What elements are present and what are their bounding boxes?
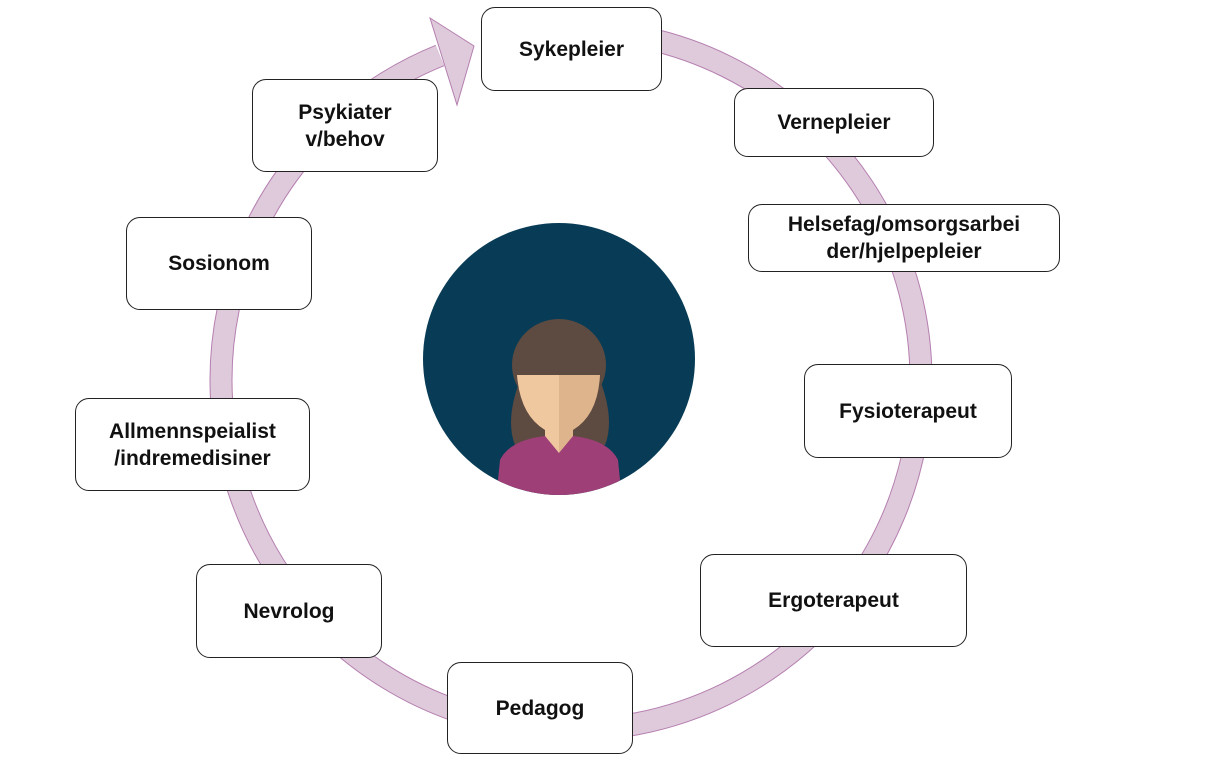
woman-avatar-icon <box>423 223 695 495</box>
role-vernepleier: Vernepleier <box>734 88 934 157</box>
role-sosionom: Sosionom <box>126 217 312 310</box>
role-helsefag: Helsefag/omsorgsarbei der/hjelpepleier <box>748 204 1060 272</box>
role-sykepleier: Sykepleier <box>481 7 662 91</box>
role-nevrolog: Nevrolog <box>196 564 382 658</box>
role-ergoterapeut: Ergoterapeut <box>700 554 967 647</box>
arrowhead-icon <box>429 16 475 107</box>
role-pedagog: Pedagog <box>447 662 633 754</box>
role-psykiater: Psykiater v/behov <box>252 79 438 172</box>
role-fysioterapeut: Fysioterapeut <box>804 364 1012 458</box>
role-allmennspesialist: Allmennspeialist /indremedisiner <box>75 398 310 491</box>
